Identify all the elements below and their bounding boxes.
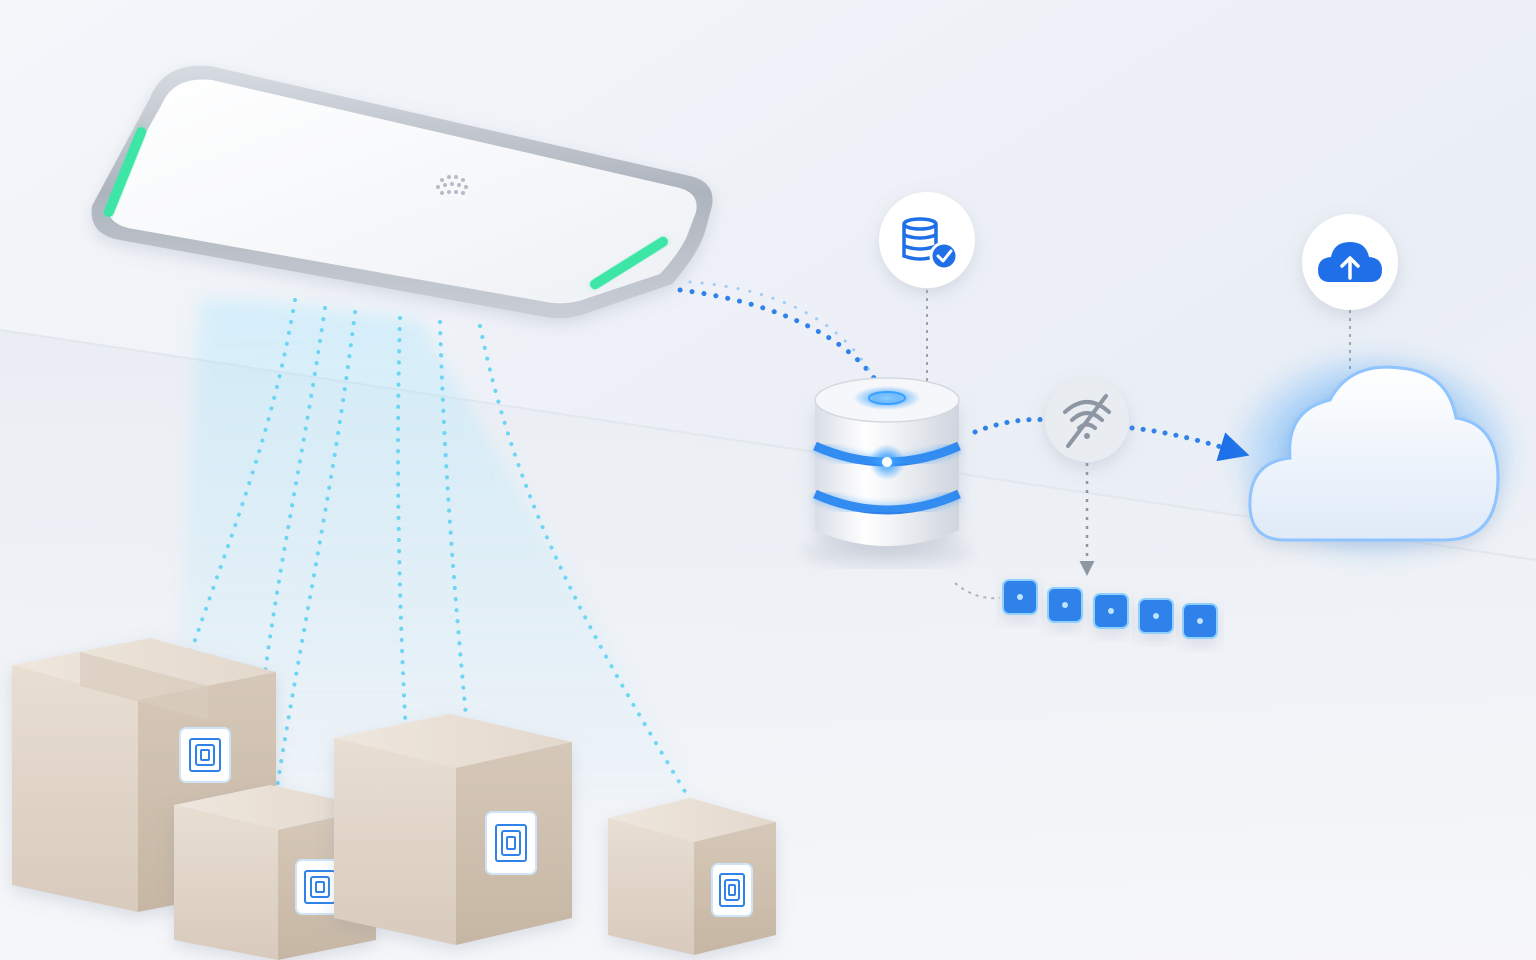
cloud-upload-badge [1302, 214, 1398, 372]
data-queue [954, 579, 1218, 639]
package [334, 714, 572, 945]
rfid-tag-icon [485, 811, 537, 875]
speaker-grille [436, 175, 468, 195]
beam-dots [173, 298, 297, 702]
queue-block [1047, 587, 1083, 623]
beam-dots [253, 306, 327, 762]
rfid-tag-icon [179, 727, 231, 783]
database-check-icon [902, 217, 959, 271]
queue-block [1138, 598, 1174, 634]
server-to-offline-link [972, 417, 1051, 435]
beam-dots [478, 324, 692, 802]
beam-dots [438, 320, 472, 762]
rfid-tag-icon [711, 863, 753, 917]
cloud [1225, 345, 1525, 565]
queue-block [1002, 579, 1038, 615]
queue-block [1182, 603, 1218, 639]
rfid-signal-beams [170, 298, 700, 802]
database-server [802, 377, 972, 566]
wifi-off-icon [1063, 394, 1111, 448]
database-check-badge [879, 192, 975, 385]
package [608, 798, 776, 955]
packages [12, 638, 776, 960]
ceiling-rfid-reader [91, 65, 713, 319]
queue-block [1093, 593, 1129, 629]
cloud-icon [1248, 365, 1500, 542]
cloud-upload-icon [1318, 242, 1382, 282]
beam-dots [396, 316, 412, 802]
offline-badge [1045, 378, 1129, 576]
